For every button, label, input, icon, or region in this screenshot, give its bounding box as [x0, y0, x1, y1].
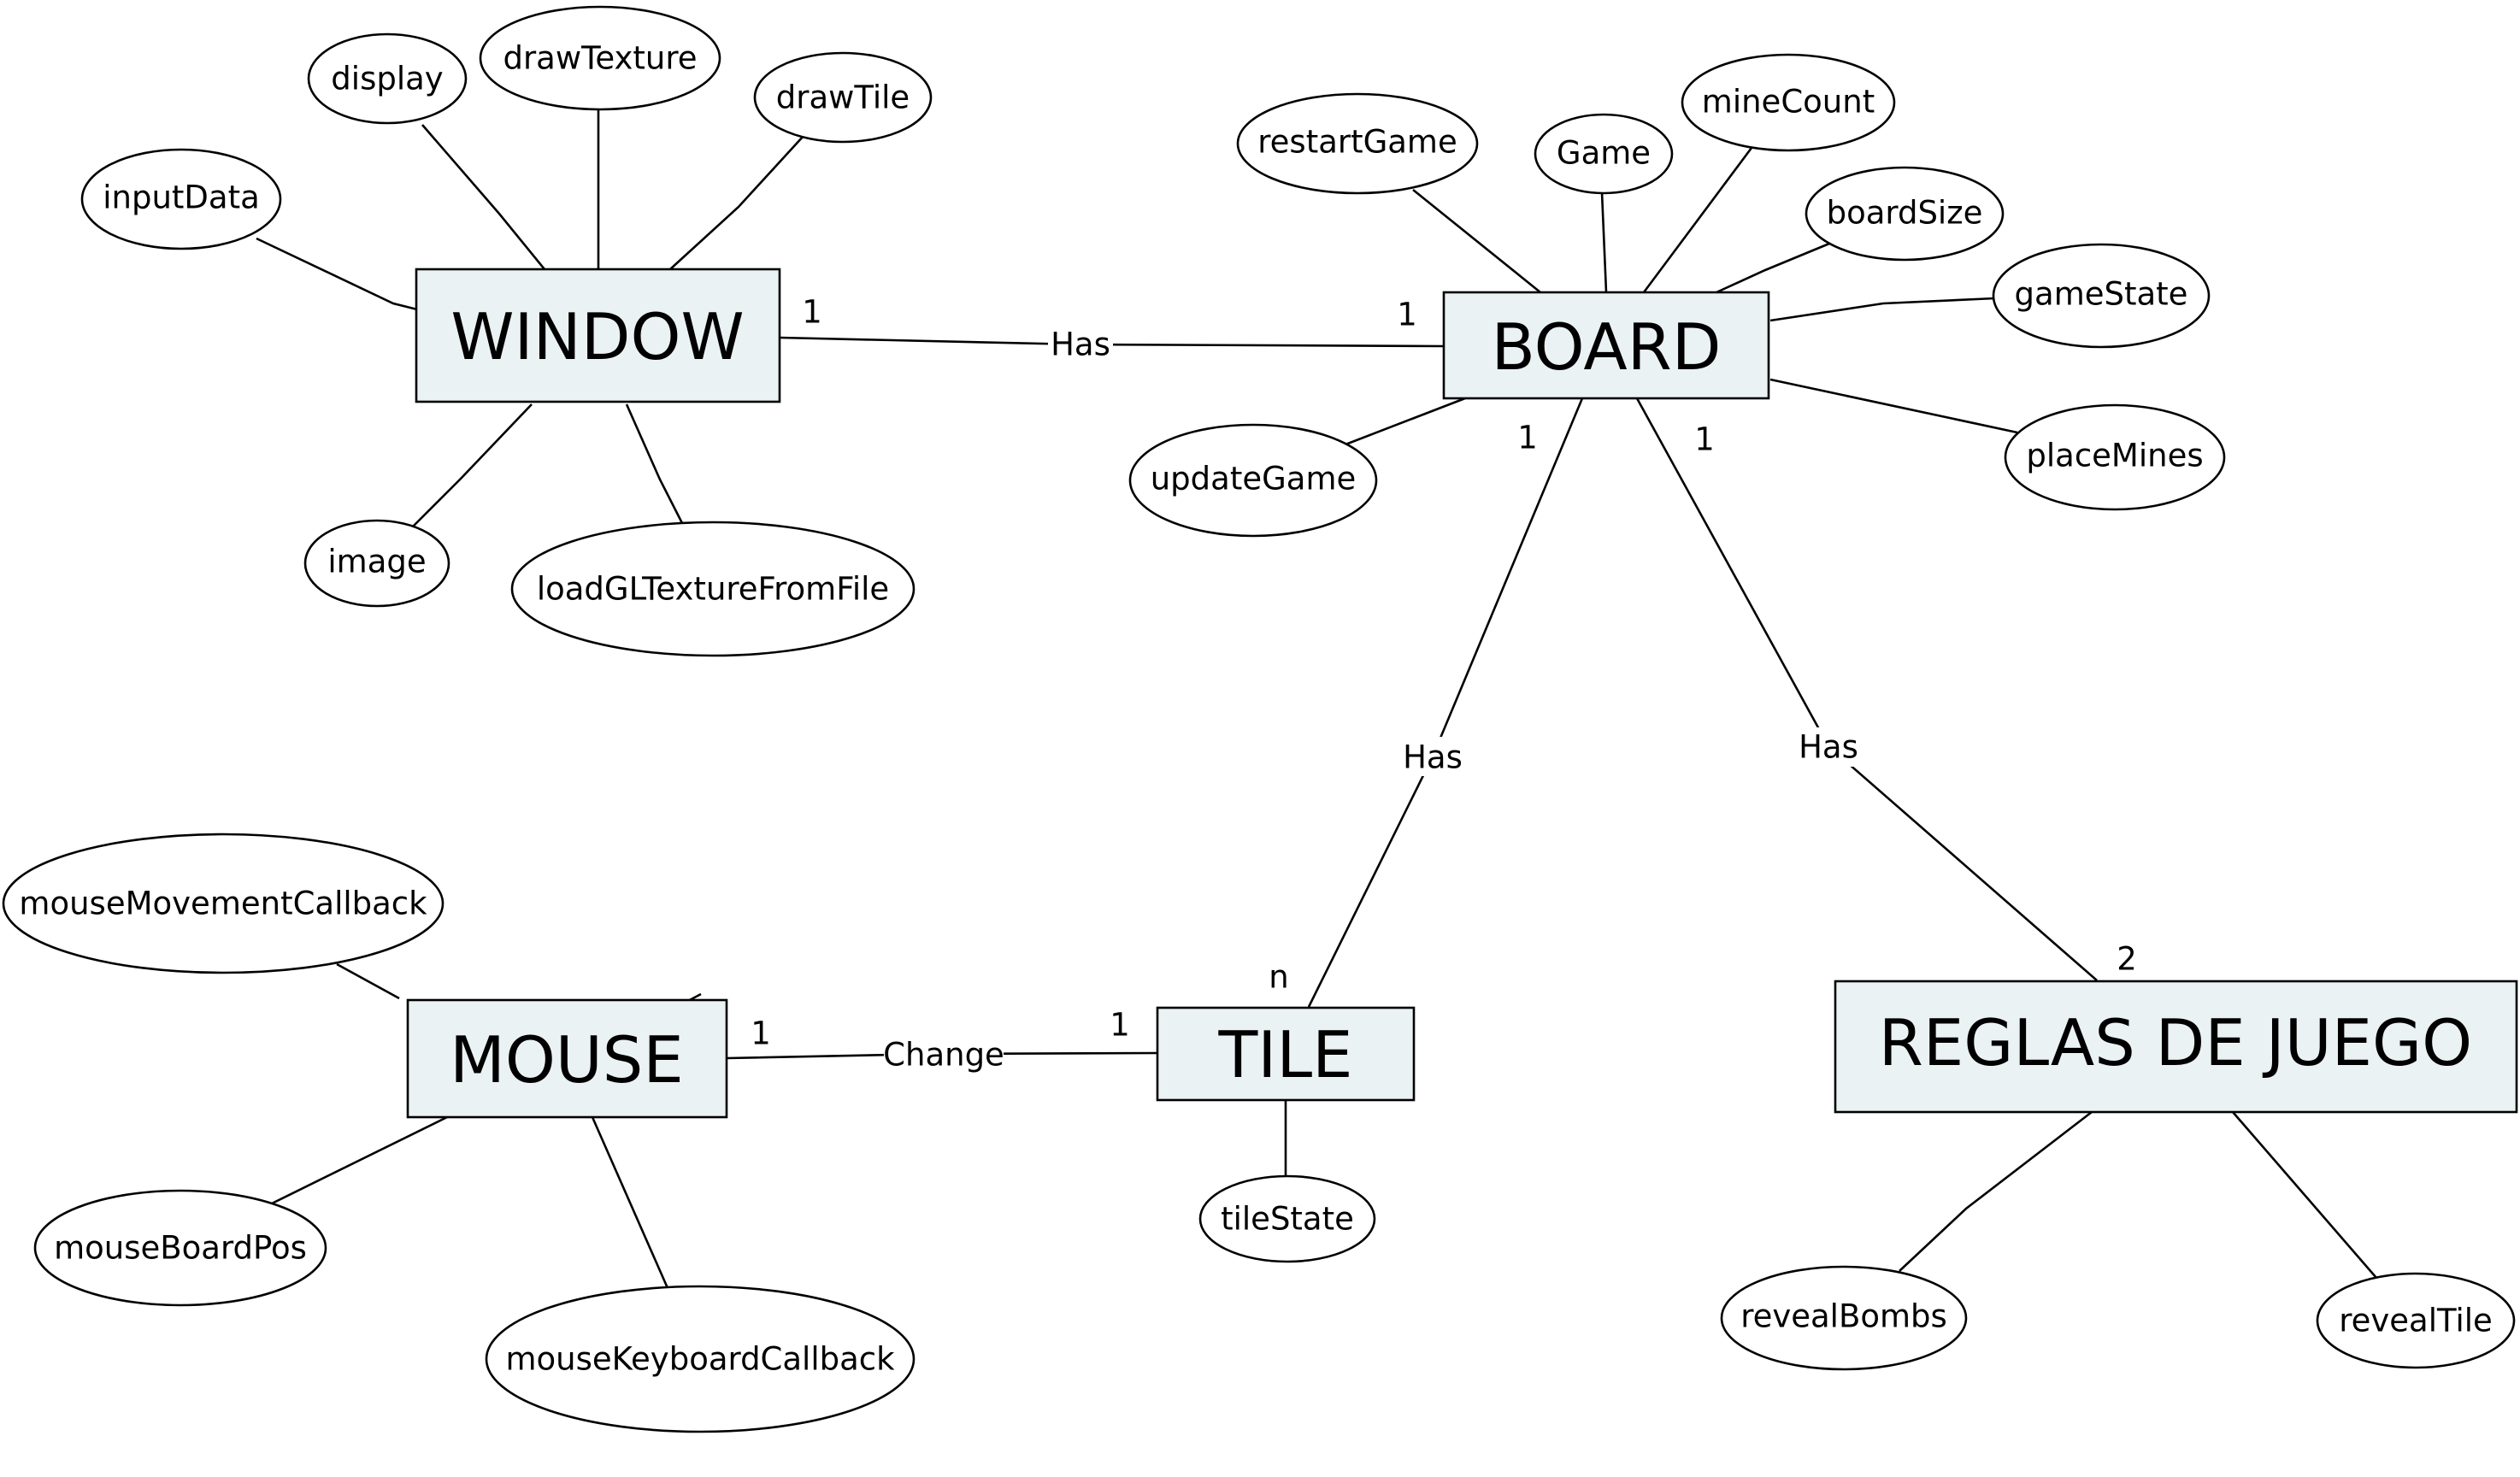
attribute-gamestate[interactable]: gameState: [1992, 243, 2211, 349]
attribute-mousekeyboard-label: mouseKeyboardCallback: [505, 1341, 895, 1378]
cardinality-tile-side-board: n: [1269, 959, 1288, 996]
attribute-restartgame-label: restartGame: [1257, 124, 1457, 161]
attribute-loadgl-label: loadGLTextureFromFile: [537, 571, 889, 608]
attribute-display[interactable]: display: [307, 32, 468, 125]
attribute-inputdata[interactable]: inputData: [80, 148, 282, 250]
connector-mouse-movement: [336, 962, 400, 1000]
entity-window[interactable]: WINDOW: [415, 268, 781, 403]
relationship-board-tile-label: Has: [1403, 739, 1463, 776]
relationship-board-tile[interactable]: Has: [1400, 737, 1465, 776]
attribute-game[interactable]: Game: [1534, 113, 1674, 195]
relationship-board-reglas[interactable]: Has: [1796, 727, 1861, 767]
entity-window-label: WINDOW: [450, 299, 744, 374]
cardinality-tile-side-mouse: 1: [1110, 1007, 1130, 1044]
attribute-placemines[interactable]: placeMines: [2004, 403, 2226, 511]
attribute-restartgame[interactable]: restartGame: [1236, 92, 1479, 195]
attribute-boardsize[interactable]: boardSize: [1805, 166, 2005, 262]
relationship-board-reglas-label: Has: [1799, 729, 1858, 766]
attribute-drawtile[interactable]: drawTile: [753, 51, 933, 144]
attribute-gamestate-label: gameState: [2015, 276, 2188, 313]
attribute-tilestate[interactable]: tileState: [1198, 1174, 1376, 1263]
entity-tile-label: TILE: [1217, 1017, 1352, 1092]
connector-board-placemines: [1769, 378, 2018, 434]
attribute-revealtile[interactable]: revealTile: [2316, 1272, 2516, 1369]
connector-window-image: [411, 403, 533, 528]
cardinality-window-side: 1: [802, 294, 822, 331]
attribute-image[interactable]: image: [303, 519, 450, 608]
attribute-mousemovement-label: mouseMovementCallback: [19, 886, 427, 922]
connector-board-minecount: [1642, 147, 1753, 293]
attribute-boardsize-label: boardSize: [1827, 195, 1983, 232]
connector-board-updategame: [1345, 397, 1466, 446]
connector-window-inputdata: [256, 237, 418, 311]
attribute-revealtile-label: revealTile: [2339, 1303, 2493, 1339]
cardinality-mouse-side: 1: [751, 1015, 771, 1052]
cardinality-reglas-side: 2: [2117, 941, 2137, 978]
entity-mouse[interactable]: MOUSE: [406, 998, 728, 1119]
connector-board-gamestate: [1769, 297, 1996, 322]
attribute-connectors: [256, 109, 2377, 1289]
connector-mouse-keyboard: [591, 1116, 669, 1289]
attribute-mouseboardpos[interactable]: mouseBoardPos: [33, 1189, 327, 1307]
connector-board-restartgame: [1412, 188, 1541, 294]
entity-board-label: BOARD: [1491, 309, 1721, 385]
relationship-lines: [726, 336, 2098, 1060]
attribute-mousemovementcallback[interactable]: mouseMovementCallback: [2, 833, 445, 974]
attribute-game-label: Game: [1557, 135, 1651, 172]
entity-mouse-label: MOUSE: [450, 1022, 684, 1097]
attribute-placemines-label: placeMines: [2026, 438, 2203, 474]
attribute-revealbombs-label: revealBombs: [1740, 1298, 1947, 1335]
connector-reglas-revealbombs: [1899, 1110, 2093, 1272]
cardinality-board-side-tile: 1: [1517, 420, 1538, 456]
attribute-loadgltexturefromfile[interactable]: loadGLTextureFromFile: [510, 521, 916, 657]
entity-tile[interactable]: TILE: [1156, 1006, 1416, 1102]
attribute-mouseboardpos-label: mouseBoardPos: [54, 1230, 307, 1267]
attribute-revealbombs[interactable]: revealBombs: [1720, 1265, 1968, 1371]
connector-window-display: [421, 124, 546, 270]
connector-window-loadgl: [625, 403, 684, 524]
relationship-mouse-tile-label: Change: [883, 1037, 1004, 1074]
relationship-mouse-tile[interactable]: Change: [883, 1035, 1004, 1074]
attribute-mousekeyboardcallback[interactable]: mouseKeyboardCallback: [485, 1285, 916, 1433]
connector-mouse-boardpos: [269, 1115, 448, 1206]
relationship-window-board[interactable]: Has: [1048, 325, 1113, 364]
attribute-minecount-label: mineCount: [1702, 84, 1875, 121]
relationship-window-board-label: Has: [1051, 327, 1110, 363]
attribute-inputdata-label: inputData: [103, 179, 260, 216]
attribute-display-label: display: [331, 61, 443, 97]
attribute-tilestate-label: tileState: [1221, 1201, 1354, 1238]
connector-board-boardsize: [1716, 242, 1830, 294]
cardinality-board-side-reglas: 1: [1694, 421, 1715, 458]
attribute-drawtexture-label: drawTexture: [503, 40, 697, 77]
attribute-drawtexture[interactable]: drawTexture: [479, 5, 721, 111]
connector-board-game: [1600, 191, 1608, 293]
attribute-updategame-label: updateGame: [1151, 461, 1357, 497]
attribute-updategame[interactable]: updateGame: [1128, 423, 1378, 538]
attribute-image-label: image: [327, 544, 426, 580]
entity-reglas-de-juego[interactable]: REGLAS DE JUEGO: [1834, 980, 2518, 1114]
entity-board[interactable]: BOARD: [1442, 291, 1770, 400]
attribute-drawtile-label: drawTile: [776, 79, 910, 116]
entity-reglas-label: REGLAS DE JUEGO: [1879, 1005, 2472, 1080]
connector-reglas-revealtile: [2232, 1111, 2377, 1279]
cardinality-board-side-window: 1: [1397, 297, 1417, 333]
attribute-minecount[interactable]: mineCount: [1681, 53, 1896, 152]
connector-window-drawtile: [669, 135, 804, 270]
